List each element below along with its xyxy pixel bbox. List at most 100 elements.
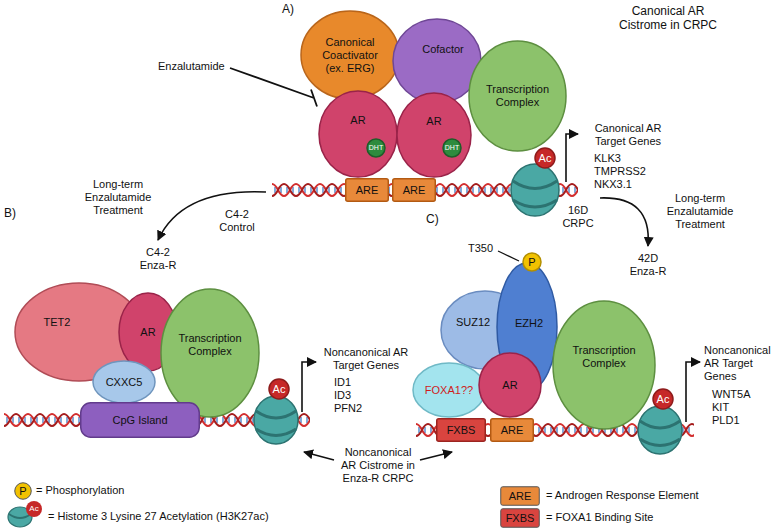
node-text: Ac: [539, 152, 552, 165]
nucleosome: [511, 164, 559, 216]
ar-protein: [397, 93, 471, 177]
cpg-island: [81, 403, 200, 438]
legend-text: = FOXA1 Binding Site: [546, 511, 653, 524]
are-element: [346, 179, 389, 202]
transcription-complex: [553, 301, 655, 429]
transcription-complex: Transcription Complex: [468, 40, 567, 152]
nucleosome: [511, 164, 559, 216]
node-text: Transcription Complex: [483, 83, 553, 109]
gene-arrow: [686, 362, 700, 422]
legend-swatch-shape: [501, 509, 540, 528]
acetyl-mark: Ac: [652, 388, 674, 410]
node-label: Canonical Coactivator (ex. ERG): [316, 36, 384, 75]
ar-protein: AR DHT: [396, 92, 472, 178]
node-label: Ac: [273, 383, 286, 396]
node-text: AR: [502, 379, 517, 392]
foxa1-protein: FOXA1??: [412, 362, 486, 418]
swatch-letter: P: [19, 485, 26, 498]
transcription-complex: [469, 41, 566, 151]
gene-list: ID1 ID3 PFN2: [334, 376, 366, 415]
node-label: AR: [140, 326, 155, 339]
node-label: P: [528, 256, 535, 269]
node-label: FOXA1??: [425, 384, 473, 397]
node-label: TET2: [44, 316, 71, 329]
node-text: SUZ12: [456, 316, 490, 329]
cxxc5-protein: [93, 361, 155, 403]
node-label: Cofactor: [422, 43, 464, 56]
swatch-letter: Ac: [26, 501, 42, 517]
cofactor-blob: [393, 19, 481, 103]
node-label: AR: [502, 379, 517, 392]
legend-text: = Androgen Response Element: [546, 489, 699, 502]
summary-label: Noncanonical AR Cistrome in Enza-R CRPC: [338, 446, 418, 485]
panel-letter: A): [282, 2, 294, 16]
panel-title: Canonical AR Cistrome in CRPC: [616, 4, 720, 32]
acetyl-mark: Ac: [268, 378, 290, 400]
node-label: ARE: [356, 184, 379, 197]
transcription-complex: [161, 289, 259, 417]
cpg-island: CpG Island: [80, 402, 200, 438]
are-element: ARE: [490, 418, 534, 442]
are-element: [491, 419, 534, 442]
node-text: EZH2: [515, 317, 543, 330]
phospho-mark: [523, 253, 541, 271]
acetyl-mark: [653, 389, 673, 409]
are-element: [393, 179, 436, 202]
node-text: Canonical Coactivator (ex. ERG): [316, 36, 384, 75]
transcription-complex: Transcription Complex: [552, 300, 656, 430]
node-text: ARE: [403, 184, 426, 197]
node-label: Transcription Complex: [569, 344, 639, 370]
nucleosome: [638, 406, 682, 454]
node-text: ARE: [501, 424, 524, 437]
drug-label: Enzalutamide: [158, 60, 225, 73]
node-text: DHT: [445, 144, 459, 152]
legend-text: = Phosphorylation: [36, 484, 124, 497]
dht-ligand: DHT: [366, 138, 386, 158]
panel-letter: C): [426, 212, 439, 226]
node-label: Ac: [657, 393, 670, 406]
foxa1-protein: [413, 363, 485, 417]
nucleosome: [638, 406, 682, 454]
legend-swatch-shape: [15, 483, 32, 500]
coactivator-blob: Canonical Coactivator (ex. ERG): [300, 10, 400, 100]
node-label: AR: [426, 115, 441, 128]
cell-line-label: C4-2 Enza-R: [136, 246, 180, 272]
gene-list: KLK3 TMPRSS2 NKX3.1: [594, 152, 650, 191]
dht-ligand: [367, 139, 385, 157]
residue-label: T350: [468, 242, 493, 255]
treatment-label: Long-term Enzalutamide Treatment: [664, 192, 736, 231]
node-label: DHT: [445, 144, 459, 152]
gene-heading: Noncanonical AR Target Genes: [704, 344, 772, 383]
acetyl-mark: [535, 148, 555, 168]
acetyl-mark: [26, 501, 42, 517]
node-text: Cofactor: [422, 43, 464, 56]
node-text: ARE: [356, 184, 379, 197]
dht-ligand: DHT: [442, 138, 462, 158]
ar-protein: AR: [478, 352, 542, 418]
legend-text: = Histome 3 Lysine 27 Acetylation (H3K27…: [48, 510, 269, 523]
panel-arrow: [304, 452, 334, 460]
node-text: TET2: [44, 316, 71, 329]
node-text: Transcription Complex: [175, 332, 245, 358]
node-label: Ac: [539, 152, 552, 165]
legend-swatch: P: [14, 482, 32, 500]
node-text: CXXC5: [106, 376, 143, 389]
panel-letter: B): [4, 206, 16, 220]
legend-swatch-shape: [501, 487, 540, 506]
node-label: Transcription Complex: [175, 332, 245, 358]
swatch-letter: FXBS: [506, 512, 535, 525]
dna-wrap: [513, 181, 557, 207]
node-text: P: [528, 256, 535, 269]
gene-heading: Noncanonical AR Target Genes: [320, 346, 412, 372]
cell-line-label: 42D Enza-R: [626, 252, 670, 278]
shape-outline: [396, 92, 472, 178]
node-label: ARE: [501, 424, 524, 437]
treatment-arrow: [158, 192, 266, 240]
node-text: AR: [350, 114, 365, 127]
cell-line-label: 16D CRPC: [558, 204, 598, 230]
dna-wrap: [256, 411, 296, 436]
node-text: AR: [426, 115, 441, 128]
ar-protein: ARDHT: [318, 90, 398, 178]
fxbs-element: FXBS: [436, 418, 486, 442]
